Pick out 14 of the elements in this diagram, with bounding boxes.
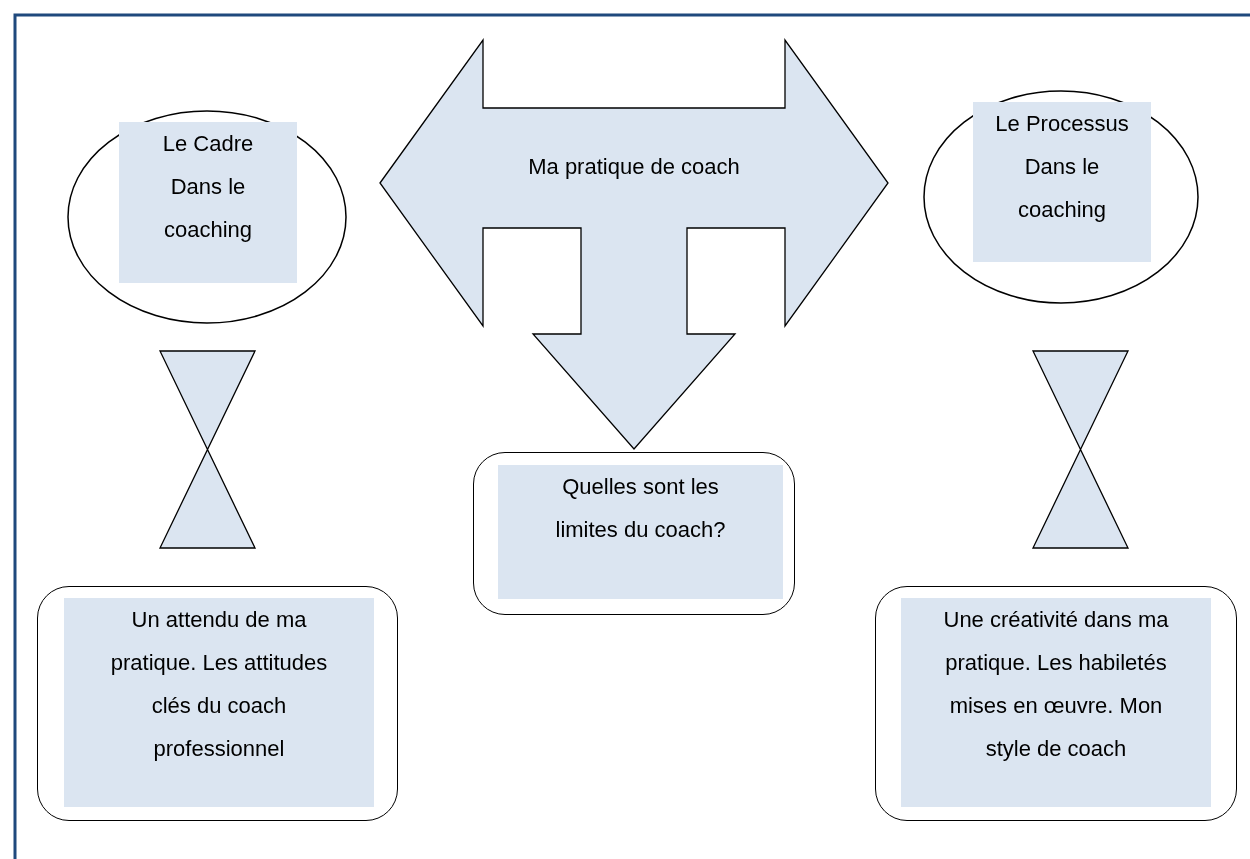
text-panel: Le Cadre Dans le coaching — [119, 122, 297, 283]
hourglass-shape — [160, 351, 255, 548]
rounded-box — [875, 586, 1237, 821]
three-way-arrow — [379, 38, 889, 450]
rounded-box — [37, 586, 398, 821]
text-panel: Quelles sont les limites du coach? — [498, 465, 783, 599]
hourglass-shape — [1033, 351, 1128, 548]
circle-shape — [923, 90, 1199, 304]
text-panel: Le Processus Dans le coaching — [973, 102, 1151, 262]
text-panel: Une créativité dans ma pratique. Les habiletés mises en œuvre. Mon style de coach — [901, 598, 1211, 807]
rounded-box — [473, 452, 795, 615]
edge-label: Ma pratique de coach — [527, 153, 741, 181]
text-panel: Un attendu de ma pratique. Les attitudes clés du coach professionnel — [64, 598, 374, 807]
circle-shape — [67, 110, 347, 324]
